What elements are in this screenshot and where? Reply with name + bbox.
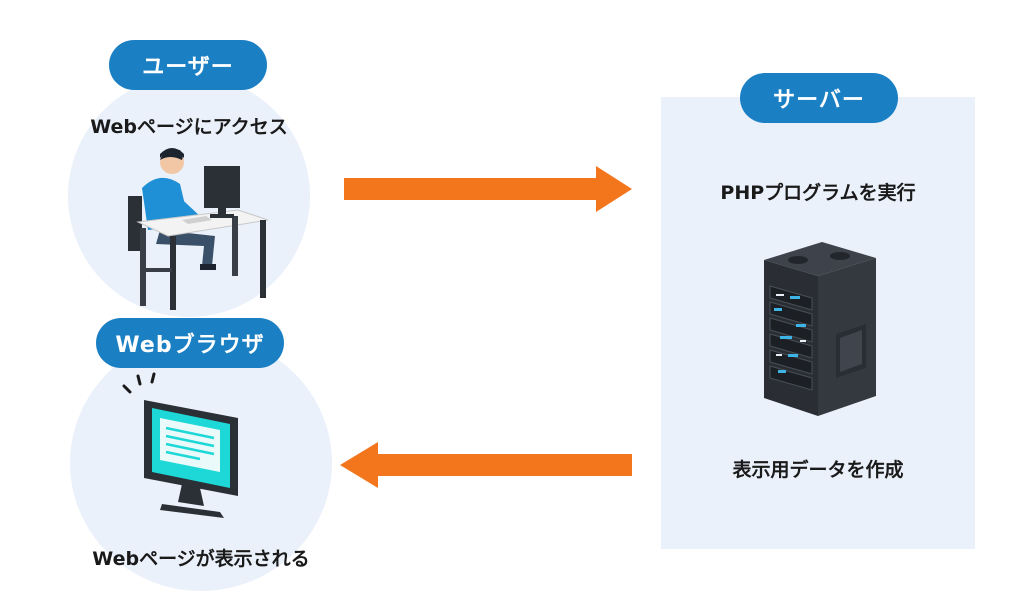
- user-circle: [68, 75, 310, 317]
- server-icon: [764, 242, 876, 416]
- arrow-right-icon: [344, 166, 632, 212]
- browser-caption: Webページが表示される: [92, 548, 310, 570]
- monitor-icon: [122, 372, 238, 518]
- user-label: ユーザー: [109, 40, 267, 90]
- server-caption-top: PHPプログラムを実行: [720, 182, 916, 204]
- server-label: サーバー: [740, 73, 898, 123]
- user-caption: Webページにアクセス: [90, 116, 288, 138]
- browser-label: Webブラウザ: [96, 318, 284, 368]
- arrow-left-icon: [340, 442, 632, 488]
- user-at-desk-icon: [128, 148, 269, 310]
- server-caption-bottom: 表示用データを作成: [732, 459, 904, 481]
